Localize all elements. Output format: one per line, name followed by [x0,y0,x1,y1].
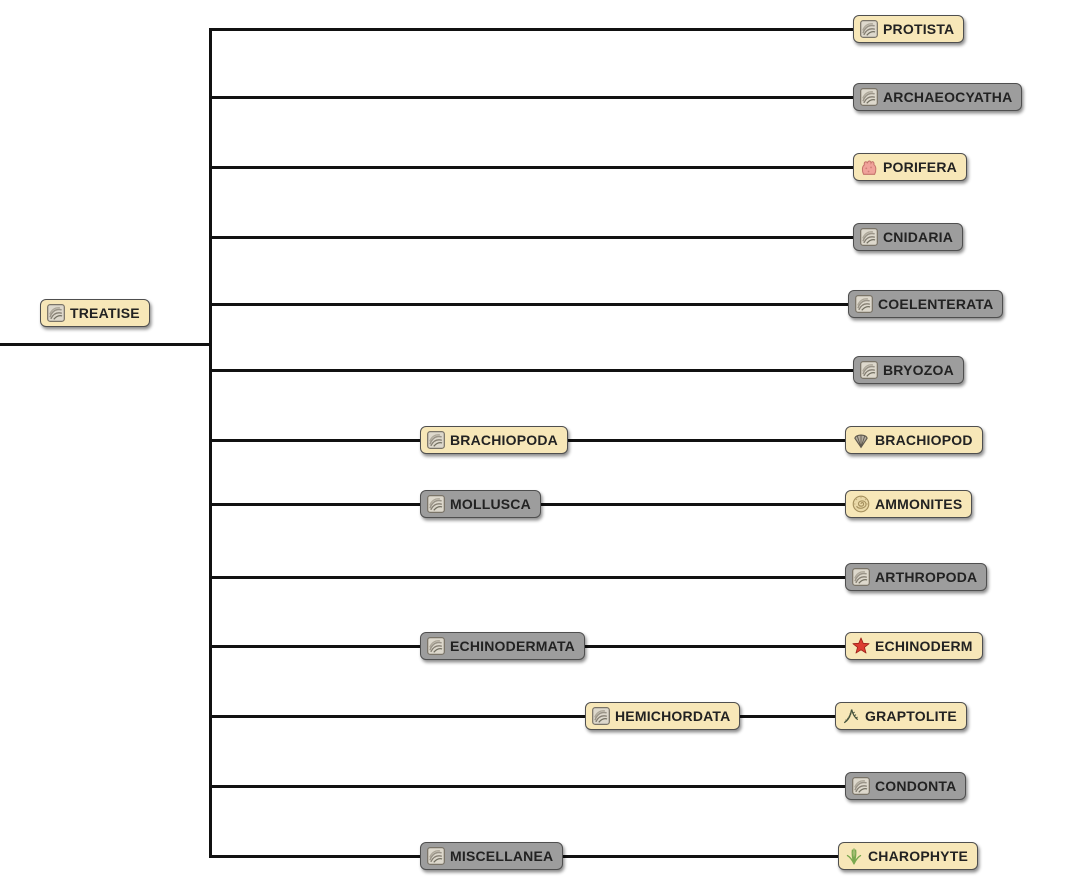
fossil-icon [427,637,445,655]
trunk-edge [209,28,212,858]
branch-edge-condonta [210,785,866,788]
tree-node-mollusca[interactable]: MOLLUSCA [420,490,541,518]
tree-node-arthropoda[interactable]: ARTHROPODA [845,563,988,591]
branch-edge-hemichordata [210,715,866,718]
tree-node-miscellanea[interactable]: MISCELLANEA [420,842,564,870]
node-label: ECHINODERMATA [450,638,575,654]
shell-icon [852,431,870,449]
fossil-icon [860,88,878,106]
root-edge [0,343,211,346]
fossil-icon [427,847,445,865]
sponge-icon [860,158,878,176]
branch-edge-porifera [210,166,866,169]
node-label: GRAPTOLITE [865,708,957,724]
starfish-icon [852,637,870,655]
tree-node-cnidaria[interactable]: CNIDARIA [853,223,964,251]
tree-node-protista[interactable]: PROTISTA [853,15,965,43]
node-label: HEMICHORDATA [615,708,731,724]
node-label: ARCHAEOCYATHA [883,89,1013,105]
tree-node-treatise[interactable]: TREATISE [40,299,150,327]
fossil-icon [427,495,445,513]
fossil-icon [860,361,878,379]
fossil-icon [860,228,878,246]
node-label: ARTHROPODA [875,569,978,585]
branch-edge-protista [210,28,866,31]
branch-edge-cnidaria [210,236,866,239]
fossil-icon [860,20,878,38]
node-label: CHAROPHYTE [868,848,969,864]
tree-node-hemichordata[interactable]: HEMICHORDATA [585,702,741,730]
branch-edge-coelenterata [210,303,866,306]
branch-edge-archaeocyatha [210,96,866,99]
tree-node-porifera[interactable]: PORIFERA [853,153,967,181]
branch-edge-bryozoa [210,369,866,372]
node-label: MISCELLANEA [450,848,554,864]
tree-node-bryozoa[interactable]: BRYOZOA [853,356,964,384]
node-label: PROTISTA [883,21,955,37]
node-label: BRYOZOA [883,362,954,378]
node-label: MOLLUSCA [450,496,531,512]
fossil-icon [852,777,870,795]
node-label: PORIFERA [883,159,957,175]
tree-node-archaeocyatha[interactable]: ARCHAEOCYATHA [853,83,1023,111]
fossil-icon [47,304,65,322]
tree-node-echinoderm[interactable]: ECHINODERM [845,632,983,660]
graptolite-icon [842,707,860,725]
ammonite-icon [852,495,870,513]
tree-node-brachiopoda[interactable]: BRACHIOPODA [420,426,568,454]
fossil-icon [855,295,873,313]
tree-node-echinodermata[interactable]: ECHINODERMATA [420,632,585,660]
tree-node-ammonites[interactable]: AMMONITES [845,490,973,518]
tree-node-charophyte[interactable]: CHAROPHYTE [838,842,979,870]
node-label: CONDONTA [875,778,957,794]
fossil-icon [592,707,610,725]
node-label: BRACHIOPOD [875,432,973,448]
branch-edge-arthropoda [210,576,866,579]
fossil-icon [852,568,870,586]
plant-icon [845,847,863,865]
tree-node-coelenterata[interactable]: COELENTERATA [848,290,1004,318]
tree-node-brachiopod[interactable]: BRACHIOPOD [845,426,983,454]
fossil-icon [427,431,445,449]
node-label: ECHINODERM [875,638,973,654]
node-label: TREATISE [70,305,140,321]
tree-node-graptolite[interactable]: GRAPTOLITE [835,702,967,730]
node-label: BRACHIOPODA [450,432,558,448]
node-label: CNIDARIA [883,229,954,245]
node-label: COELENTERATA [878,296,994,312]
tree-node-condonta[interactable]: CONDONTA [845,772,967,800]
node-label: AMMONITES [875,496,963,512]
